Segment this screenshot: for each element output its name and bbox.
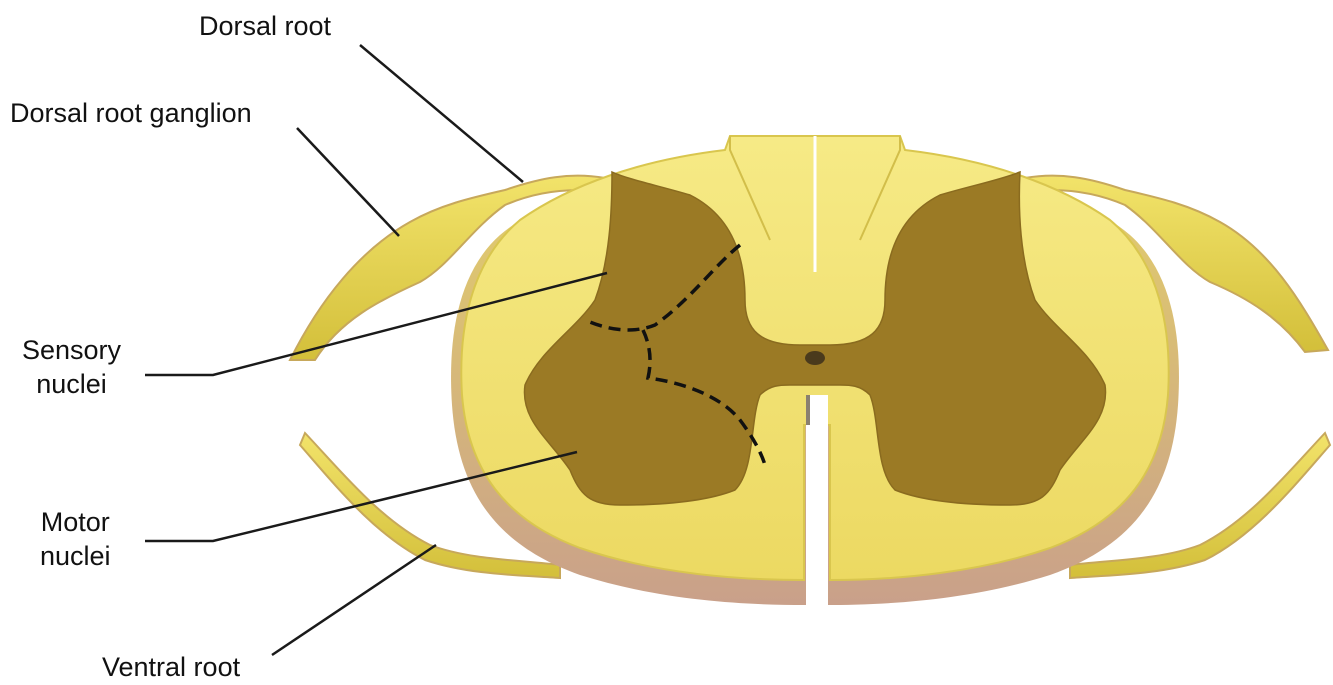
motor-nuclei-label: Motor nuclei (40, 505, 111, 573)
sensory-nuclei-label: Sensory nuclei (22, 333, 121, 401)
leader-ventral-root (272, 545, 436, 655)
ventral-root-label: Ventral root (102, 650, 240, 684)
leader-dorsal-root-ganglion (297, 128, 399, 236)
dorsal-root-ganglion-label: Dorsal root ganglion (10, 96, 252, 130)
central-canal (805, 351, 825, 365)
dorsal-root-label: Dorsal root (199, 9, 331, 43)
leader-dorsal-root (360, 45, 523, 182)
